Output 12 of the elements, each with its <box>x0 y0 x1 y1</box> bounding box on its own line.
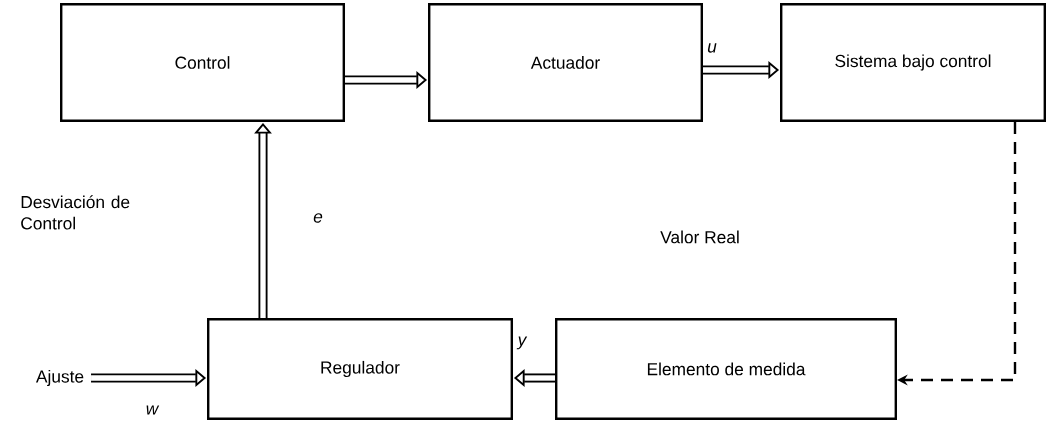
annotation: Valor Real <box>660 230 739 244</box>
block-box: Actuador <box>428 3 703 122</box>
block-box: Control <box>60 3 345 122</box>
edge-label: u <box>707 43 717 53</box>
annotation: Desviación de Control <box>21 195 130 230</box>
edge-label: e <box>313 213 323 223</box>
block-box: Regulador <box>207 318 513 420</box>
block-box: Elemento de medida <box>555 318 897 420</box>
edge-label: y <box>516 336 528 350</box>
edge-label: w <box>146 405 160 415</box>
block-box: Sistema bajo control <box>780 3 1046 122</box>
input-label: Ajuste <box>35 369 84 387</box>
